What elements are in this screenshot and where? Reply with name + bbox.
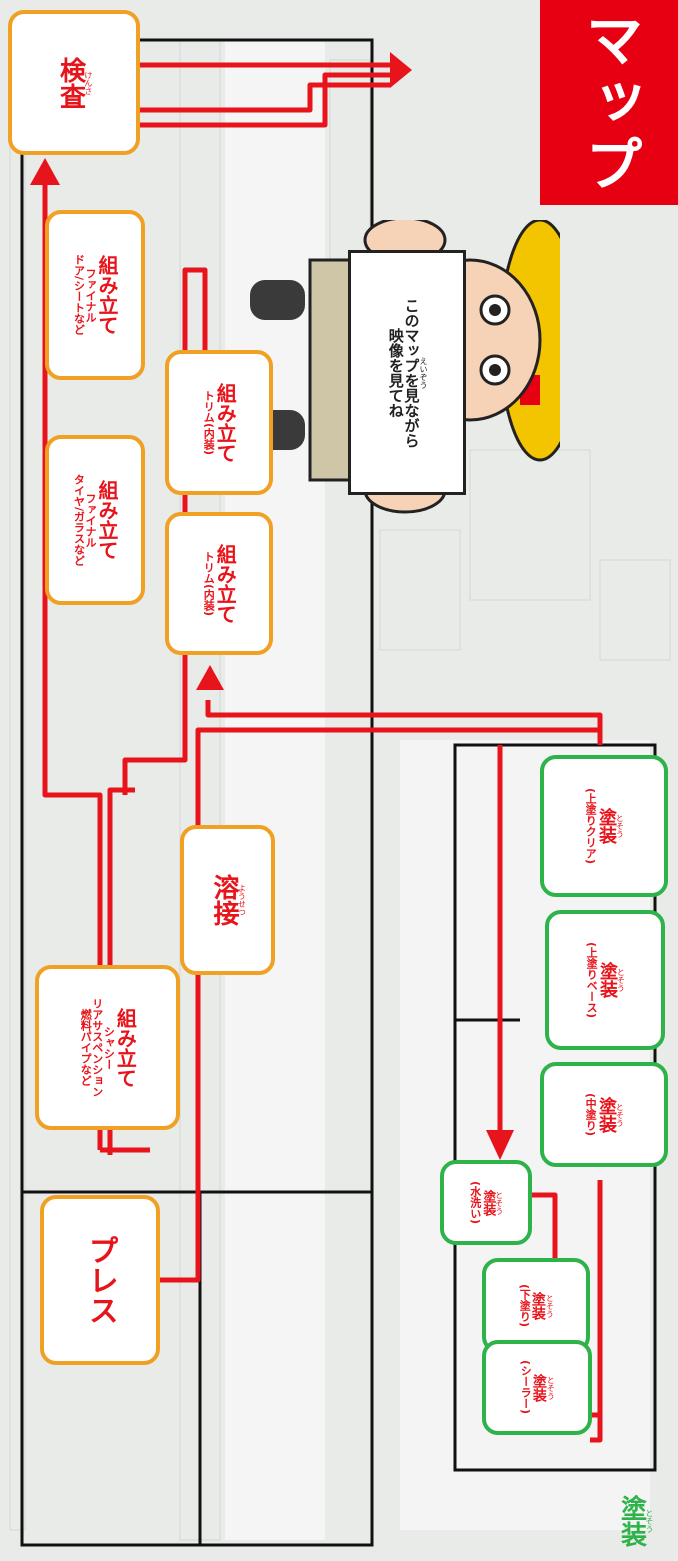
sign-line-2: 映像を見てね — [386, 327, 405, 418]
process-assembly-chassis[interactable]: 組み立て シャシー リアサスペンション 燃料パイプなど — [35, 965, 180, 1130]
process-paint-under[interactable]: とそう 塗装 (下塗り) — [482, 1258, 590, 1353]
arrow-out-icon — [390, 52, 412, 88]
process-welding[interactable]: ようせつ 溶接 — [180, 825, 275, 975]
process-paint-middle[interactable]: とそう 塗装 (中塗り) — [540, 1062, 668, 1167]
process-assembly-final-tire[interactable]: 組み立て ファイナル タイヤ/ガラスなど — [45, 435, 145, 605]
painting-area-label: とそう 塗装 — [616, 1495, 654, 1547]
map-title-banner: マップ — [540, 0, 678, 205]
process-assembly-trim-1[interactable]: 組み立て トリム(内装) — [165, 350, 273, 495]
arrow-up-icon — [30, 158, 60, 185]
map-title: マップ — [575, 9, 644, 196]
arrow-up-icon — [196, 665, 224, 690]
process-press-label: プレス — [82, 1235, 118, 1325]
process-press[interactable]: プレス — [40, 1195, 160, 1365]
process-inspection-label: 検査 — [55, 56, 86, 109]
process-assembly-trim-2[interactable]: 組み立て トリム(内装) — [165, 512, 273, 655]
process-paint-base[interactable]: とそう 塗装 (上塗りベース) — [545, 910, 665, 1050]
process-assembly-final-door[interactable]: 組み立て ファイナル ドア/シートなど — [45, 210, 145, 380]
process-paint-wash[interactable]: とそう 塗装 (水洗い) — [440, 1160, 532, 1245]
process-inspection[interactable]: けんさ 検査 — [8, 10, 140, 155]
process-paint-sealer[interactable]: とそう 塗装 (シーラー) — [482, 1340, 592, 1435]
instruction-sign: えいぞう このマップを見ながら 映像を見てね — [348, 250, 466, 495]
sign-line-1: このマップを見ながら — [402, 297, 421, 448]
process-welding-label: 溶接 — [208, 874, 239, 926]
process-paint-clear[interactable]: とそう 塗装 (上塗りクリア) — [540, 755, 668, 897]
arrow-down-icon — [486, 1130, 514, 1160]
sign-furigana: えいぞう — [418, 356, 428, 389]
